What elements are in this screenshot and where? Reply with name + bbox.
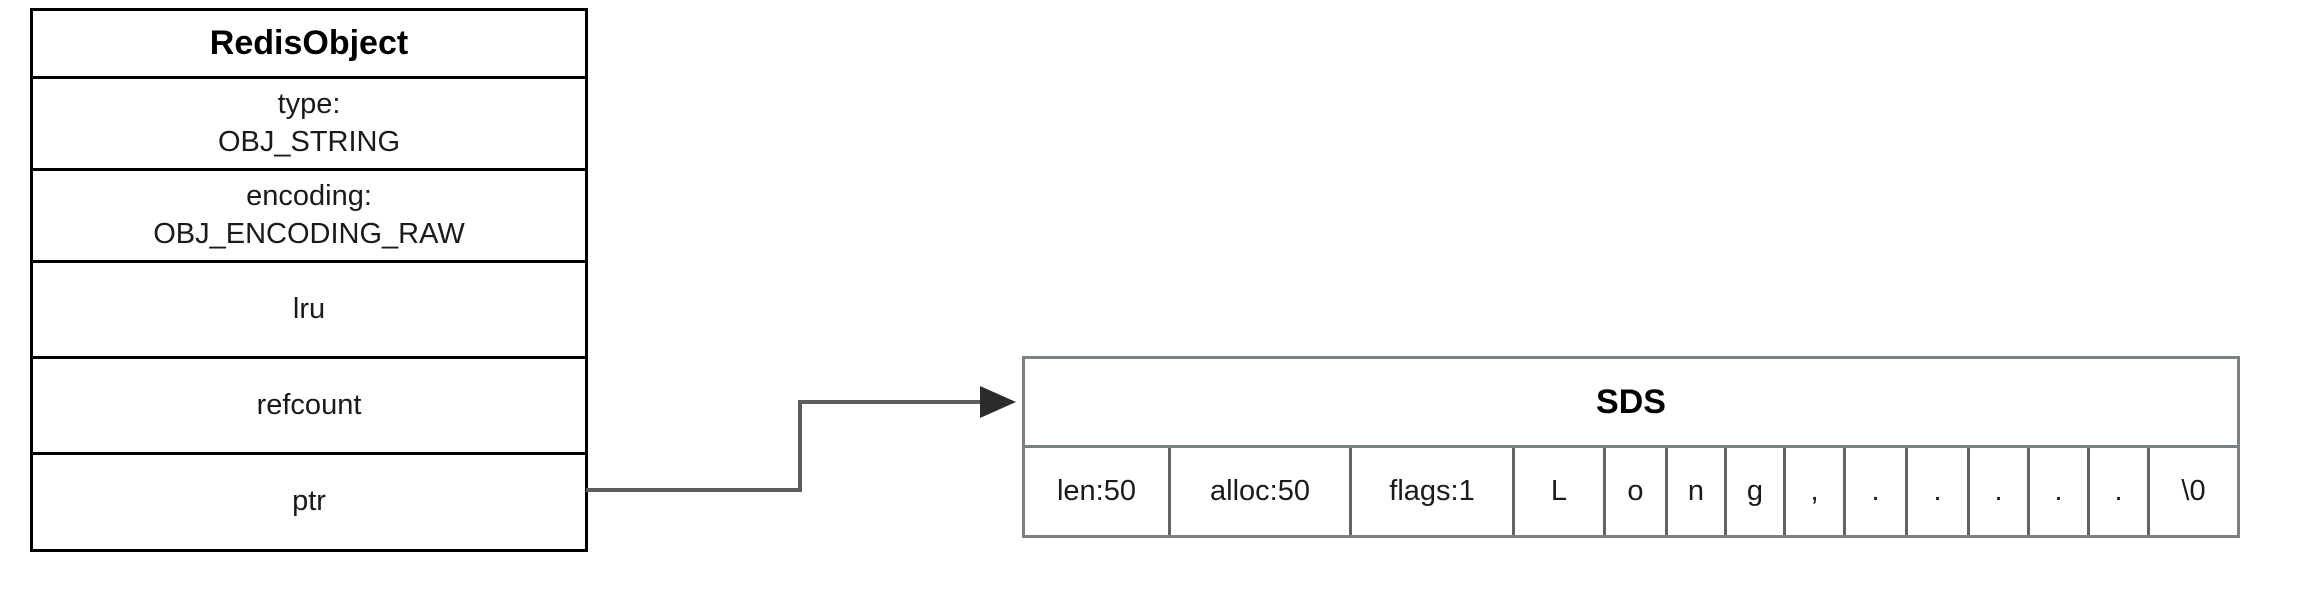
redis-object-lru-label: lru xyxy=(292,292,326,325)
ptr-to-sds-arrow-icon xyxy=(586,386,1016,492)
sds-char-cell-7: . xyxy=(1970,448,2030,535)
sds-char-cell-3: g xyxy=(1727,448,1786,535)
sds-alloc-cell: alloc:50 xyxy=(1171,448,1352,535)
sds-flags-label: flags:1 xyxy=(1389,475,1475,507)
redis-object-encoding-label: encoding: OBJ_ENCODING_RAW xyxy=(153,179,465,250)
sds-char-label-0: L xyxy=(1550,475,1568,507)
sds-char-label-1: o xyxy=(1627,475,1644,507)
redis-object-refcount-row: refcount xyxy=(33,359,585,455)
sds-title: SDS xyxy=(1025,359,2237,448)
redis-object-encoding-row: encoding: OBJ_ENCODING_RAW xyxy=(33,171,585,263)
redis-object-type-row: type: OBJ_STRING xyxy=(33,79,585,171)
sds-char-label-8: . xyxy=(2054,475,2063,507)
sds-alloc-label: alloc:50 xyxy=(1210,475,1310,507)
sds-char-label-2: n xyxy=(1687,475,1705,507)
sds-char-cell-8: . xyxy=(2030,448,2090,535)
sds-char-cell-4: , xyxy=(1786,448,1846,535)
sds-char-label-9: . xyxy=(2114,475,2123,507)
sds-char-cell-0: L xyxy=(1515,448,1606,535)
sds-char-label-6: . xyxy=(1933,475,1942,507)
sds-char-cell-6: . xyxy=(1908,448,1970,535)
redis-object-lru-row: lru xyxy=(33,263,585,359)
sds-len-cell: len:50 xyxy=(1025,448,1171,535)
redis-object-ptr-label: ptr xyxy=(292,485,326,518)
redis-object-ptr-row: ptr xyxy=(33,455,585,549)
redis-object-table: RedisObject type: OBJ_STRING encoding: O… xyxy=(30,8,588,552)
sds-char-cell-10: \0 xyxy=(2150,448,2237,535)
redis-object-title-label: RedisObject xyxy=(209,24,409,63)
sds-char-cell-9: . xyxy=(2090,448,2150,535)
redis-object-refcount-label: refcount xyxy=(256,388,362,421)
sds-char-cell-2: n xyxy=(1668,448,1727,535)
sds-char-cell-1: o xyxy=(1606,448,1668,535)
redis-object-type-label: type: OBJ_STRING xyxy=(217,87,401,158)
sds-char-label-7: . xyxy=(1994,475,2003,507)
sds-cell-row: len:50 alloc:50 flags:1 L o n g , . . . xyxy=(1025,448,2237,535)
sds-title-label: SDS xyxy=(1596,382,1666,421)
sds-flags-cell: flags:1 xyxy=(1352,448,1515,535)
sds-char-label-10: \0 xyxy=(2181,475,2206,507)
redis-object-title: RedisObject xyxy=(33,11,585,79)
sds-table: SDS len:50 alloc:50 flags:1 L o n g , . xyxy=(1022,356,2240,538)
sds-char-label-4: , xyxy=(1810,475,1819,507)
sds-len-label: len:50 xyxy=(1056,475,1136,507)
sds-char-label-5: . xyxy=(1871,475,1880,507)
sds-char-label-3: g xyxy=(1746,475,1764,507)
sds-char-cell-5: . xyxy=(1846,448,1908,535)
